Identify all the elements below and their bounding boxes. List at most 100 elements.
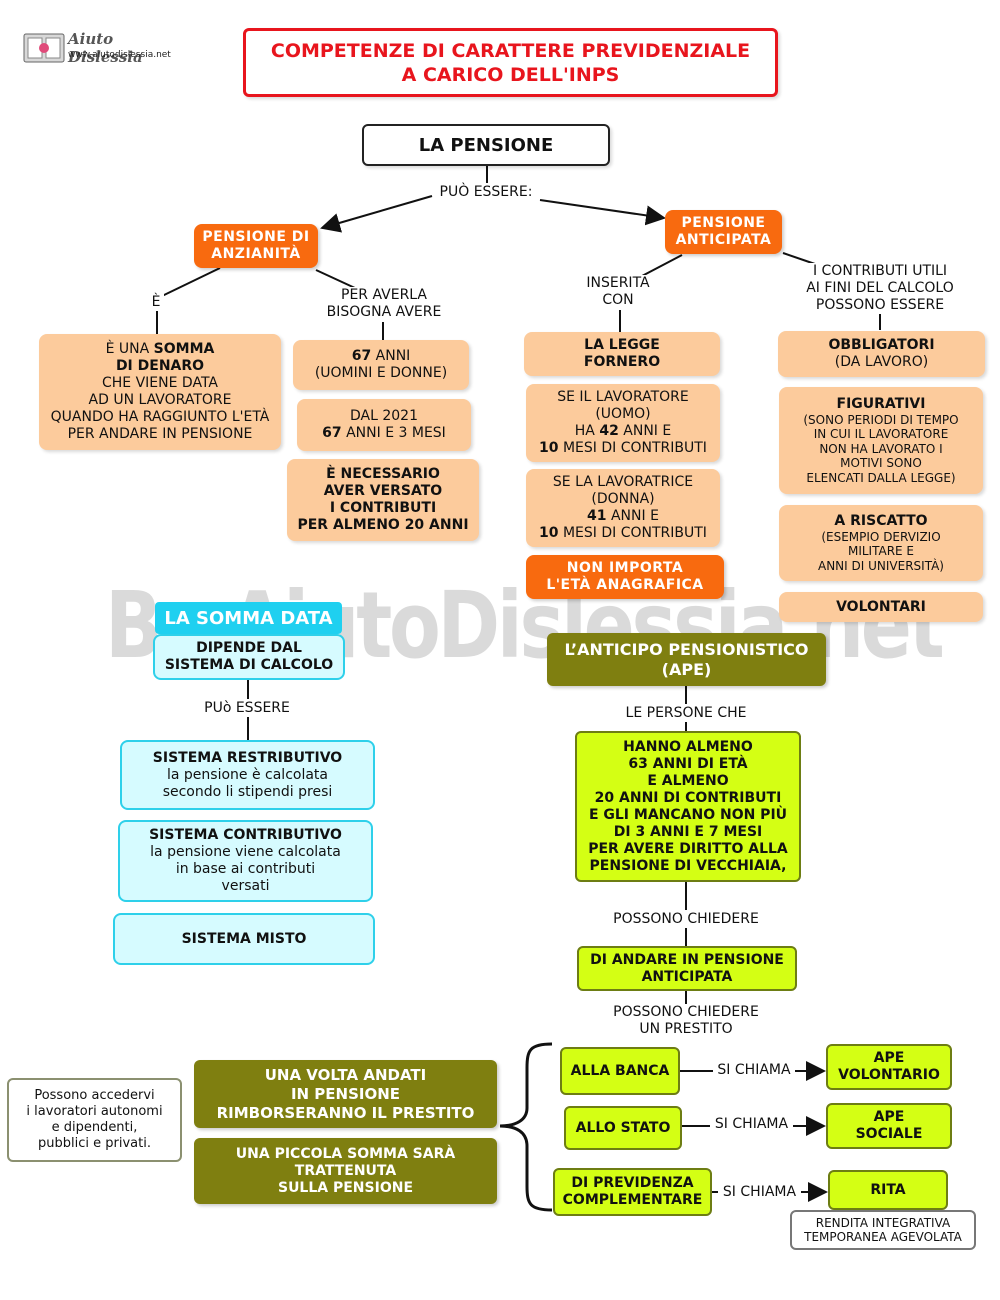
ape-req-6: DI 3 ANNI E 7 MESI: [613, 823, 763, 840]
ape-link-persone: LE PERSONE CHE: [620, 705, 752, 722]
accesso-line-2: i lavoratori autonomi: [26, 1104, 163, 1119]
ape-sociale-node: APE SOCIALE: [826, 1103, 952, 1149]
contributi-volontari-node: VOLONTARI: [779, 592, 983, 622]
riscatto-bold: A RISCATTO: [834, 512, 928, 529]
anticipata-title-2: ANTICIPATA: [675, 232, 772, 248]
misto-label: SISTEMA MISTO: [181, 930, 307, 947]
trattenuta-pensione-node: UNA PICCOLA SOMMA SARÀ TRATTENUTA SULLA …: [194, 1138, 497, 1204]
donna-bold-3: 41: [587, 508, 607, 524]
riscatto-line-2: MILITARE E: [847, 544, 915, 559]
figurativi-line-4: MOTIVI SONO: [840, 456, 922, 471]
trattenuta-line-3: SULLA PENSIONE: [277, 1179, 414, 1196]
figurativi-line-2: IN CUI IL LAVORATORE: [813, 427, 949, 442]
accesso-line-4: pubblici e privati.: [38, 1136, 151, 1151]
sociale-line-2: SOCIALE: [855, 1126, 923, 1142]
anzianita-link-e: È: [148, 294, 164, 311]
contributivo-line-1: la pensione viene calcolata: [150, 844, 341, 860]
figurativi-line-5: ELENCATI DALLA LEGGE): [806, 470, 956, 485]
link-contributi-1: I CONTRIBUTI UTILI: [812, 263, 948, 279]
andare-pensione-anticipata-node: DI ANDARE IN PENSIONE ANTICIPATA: [577, 946, 797, 991]
retributivo-line-2: secondo li stipendi presi: [162, 783, 333, 800]
ape-req-5: E GLI MANCANO NON PIÙ: [588, 806, 788, 823]
pensione-anticipata-node: PENSIONE ANTICIPATA: [665, 210, 782, 254]
req3-line-3: I CONTRIBUTI: [329, 500, 437, 516]
req2-line-1: DAL 2021: [350, 408, 418, 424]
title-line-2: A CARICO DELL'INPS: [401, 63, 620, 86]
req2-line-2: 67 ANNI E 3 MESI: [322, 425, 446, 442]
trattenuta-line-1: UNA PICCOLA SOMMA SARÀ: [235, 1145, 456, 1162]
ape-req-3: E ALMENO: [647, 772, 729, 789]
anticipata-link-contributi: I CONTRIBUTI UTILI AI FINI DEL CALCOLO P…: [798, 263, 962, 314]
req1-line-1: 67 ANNI: [352, 348, 411, 365]
legge-fornero-node: LA LEGGE FORNERO: [524, 332, 720, 376]
somma-denaro-node: È UNA SOMMA DI DENARO CHE VIENE DATA AD …: [39, 334, 281, 450]
fornero-line-1: LA LEGGE: [584, 337, 660, 353]
contributi-riscatto-node: A RISCATTO (ESEMPIO DERVIZIO MILITARE E …: [779, 505, 983, 581]
sistema-misto-node: SISTEMA MISTO: [113, 913, 375, 965]
trattenuta-line-2: TRATTENUTA: [294, 1162, 397, 1179]
dipende-line-1: DIPENDE DAL: [196, 640, 302, 656]
sistema-retributivo-node: SISTEMA RESTRIBUTIVO la pensione è calco…: [120, 740, 375, 810]
uomo-line-2: (UOMO): [595, 406, 651, 422]
retributivo-line-1: la pensione è calcolata: [166, 766, 328, 783]
eta-line-1: NON IMPORTA: [566, 560, 684, 576]
contributi-obbligatori-node: OBBLIGATORI (DA LAVORO): [778, 331, 985, 377]
requisito-contributi-20-anni: È NECESSARIO AVER VERSATO I CONTRIBUTI P…: [287, 459, 479, 541]
obbligatori-bold: OBBLIGATORI: [828, 337, 935, 353]
link-contributi-3: POSSONO ESSERE: [815, 297, 945, 313]
ape-req-8: PENSIONE DI VECCHIAIA,: [589, 857, 787, 874]
req1-bold: 67: [351, 348, 372, 364]
ape-requisiti-node: HANNO ALMENO 63 ANNI DI ETÀ E ALMENO 20 …: [575, 731, 801, 882]
rita-descrizione: RENDITA INTEGRATIVA TEMPORANEA AGEVOLATA: [790, 1210, 976, 1250]
somma-data-link: PUò ESSERE: [196, 700, 298, 717]
uomo-text-4: MESI DI CONTRIBUTI: [558, 440, 707, 456]
allo-stato-node: ALLO STATO: [564, 1106, 682, 1150]
requisito-dal-2021: DAL 2021 67 ANNI E 3 MESI: [297, 399, 471, 451]
uomo-bold-3: 42: [599, 423, 619, 439]
rimborso-line-2: IN PENSIONE: [290, 1084, 401, 1103]
donna-line-4: 10 MESI DI CONTRIBUTI: [539, 525, 707, 542]
ape-title-1: L’ANTICIPO PENSIONISTICO: [564, 639, 809, 659]
req2-bold: 67: [322, 425, 342, 441]
rimborso-line-3: RIMBORSERANNO IL PRESTITO: [216, 1103, 475, 1122]
rita-desc-line-2: TEMPORANEA AGEVOLATA: [804, 1230, 962, 1244]
contributivo-bold: SISTEMA CONTRIBUTIVO: [149, 827, 342, 843]
alla-banca-node: ALLA BANCA: [560, 1047, 680, 1095]
rita-label: RITA: [870, 1181, 906, 1198]
root-node: LA PENSIONE: [362, 124, 610, 166]
figurativi-bold: FIGURATIVI: [836, 395, 926, 412]
root-link-label: PUÒ ESSERE:: [434, 184, 538, 201]
andare-line-2: ANTICIPATA: [641, 968, 733, 985]
si-chiama-label-2: SI CHIAMA: [710, 1116, 793, 1133]
sistema-contributivo-node: SISTEMA CONTRIBUTIVO la pensione viene c…: [118, 820, 373, 902]
chiedere2-line-1: POSSONO CHIEDERE: [613, 1004, 759, 1020]
ape-req-7: PER AVERE DIRITTO ALLA: [588, 840, 788, 857]
previdenza-line-2: COMPLEMENTARE: [562, 1192, 703, 1208]
anticipata-link-inserita: INSERITA CON: [578, 275, 658, 309]
somma-line-1: È UNA SOMMA: [106, 341, 215, 358]
req3-line-4: PER ALMENO 20 ANNI: [297, 517, 469, 533]
volontario-line-1: APE: [873, 1050, 905, 1066]
logo-url[interactable]: www.aiutodislessia.net: [68, 50, 171, 60]
riscatto-line-3: ANNI DI UNIVERSITÀ): [818, 558, 944, 573]
book-icon: [23, 33, 65, 63]
dipende-line-2: SISTEMA DI CALCOLO: [164, 657, 334, 673]
logo: Aiuto Dislessia www.aiutodislessia.net: [22, 28, 182, 68]
accesso-line-3: e dipendenti,: [51, 1120, 138, 1135]
link-contributi-2: AI FINI DEL CALCOLO: [806, 280, 954, 296]
previdenza-complementare-node: DI PREVIDENZA COMPLEMENTARE: [553, 1168, 712, 1216]
rita-desc-line-1: RENDITA INTEGRATIVA: [815, 1215, 951, 1230]
lavoratrice-donna-node: SE LA LAVORATRICE (DONNA) 41 ANNI E 10 M…: [526, 469, 720, 547]
stato-label: ALLO STATO: [575, 1119, 671, 1136]
eta-anagrafica-node: NON IMPORTA L'ETÀ ANAGRAFICA: [526, 555, 724, 599]
title-line-1: COMPETENZE DI CARATTERE PREVIDENZIALE: [270, 39, 751, 62]
donna-line-2: (DONNA): [591, 491, 655, 507]
si-chiama-label-3: SI CHIAMA: [718, 1184, 801, 1201]
req1-line-2: (UOMINI E DONNE): [314, 365, 448, 381]
ape-req-2: 63 ANNI DI ETÀ: [628, 755, 748, 772]
root-label: LA PENSIONE: [418, 134, 554, 156]
anzianita-link-averla: PER AVERLA BISOGNA AVERE: [318, 287, 450, 321]
ape-volontario-node: APE VOLONTARIO: [826, 1044, 952, 1090]
uomo-line-3: HA 42 ANNI E: [575, 423, 671, 440]
